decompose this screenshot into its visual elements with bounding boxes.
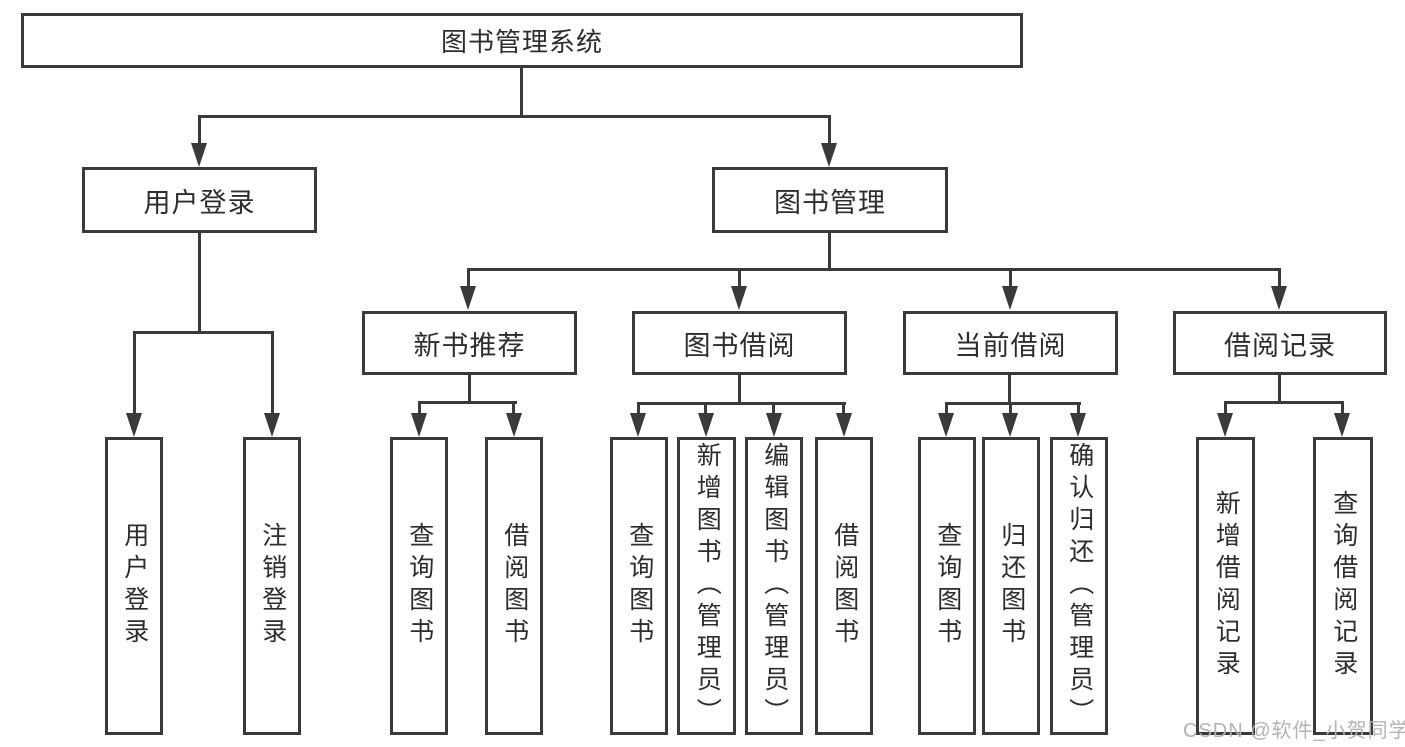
connector-line: [1077, 402, 1080, 413]
connector-line: [418, 401, 517, 404]
connector-line: [271, 331, 274, 413]
node-new-book-recommendation: 新书推荐: [362, 311, 577, 375]
arrow-head: [766, 413, 782, 437]
node-label: 编辑图书（管理员）: [760, 442, 789, 730]
node-user-login: 用户登录: [82, 167, 317, 233]
connector-line: [1224, 401, 1344, 404]
node-label: 确认归还（管理员）: [1065, 442, 1094, 730]
node-label: 查询图书: [405, 522, 434, 650]
leaf-logout: 注销登录: [243, 437, 301, 735]
arrow-head: [1217, 413, 1233, 437]
arrow-head: [821, 143, 837, 167]
connector-line: [828, 115, 831, 143]
arrow-head: [1002, 286, 1018, 310]
connector-line: [133, 331, 274, 334]
arrow-head: [506, 413, 522, 437]
leaf-borrow-books-recommend: 借阅图书: [485, 437, 543, 735]
node-current-borrowing: 当前借阅: [903, 311, 1118, 375]
node-label: 注销登录: [258, 522, 287, 650]
connector-line: [1341, 401, 1344, 413]
connector-line: [467, 268, 1281, 271]
node-label: 新增借阅记录: [1212, 490, 1241, 682]
arrow-head: [1070, 413, 1086, 437]
arrow-head: [698, 413, 714, 437]
connector-line: [738, 268, 741, 286]
leaf-edit-books-admin: 编辑图书（管理员）: [745, 437, 803, 735]
leaf-confirm-return-admin: 确认归还（管理员）: [1050, 437, 1108, 735]
connector-line: [772, 402, 775, 413]
node-label: 借阅图书: [500, 522, 529, 650]
node-borrowing-records: 借阅记录: [1173, 311, 1387, 375]
arrow-head: [191, 143, 207, 167]
connector-line: [418, 401, 421, 413]
connector-line: [945, 402, 1081, 405]
connector-line: [512, 401, 515, 413]
node-label: 用户登录: [143, 187, 256, 218]
arrow-head: [264, 413, 280, 437]
node-label: 当前借阅: [954, 330, 1067, 361]
arrow-head: [938, 413, 954, 437]
node-label: 图书管理系统: [440, 27, 603, 57]
arrow-head: [1334, 413, 1350, 437]
leaf-add-books-admin: 新增图书（管理员）: [677, 437, 736, 735]
connector-line: [468, 375, 471, 403]
connector-line: [467, 268, 470, 286]
connector-line: [828, 233, 831, 271]
connector-line: [1278, 268, 1281, 286]
connector-line: [198, 115, 831, 118]
arrow-head: [126, 413, 142, 437]
node-label: 新增图书（管理员）: [693, 442, 722, 730]
node-label: 用户登录: [120, 522, 149, 650]
arrow-head: [411, 413, 427, 437]
leaf-return-books: 归还图书: [982, 437, 1040, 735]
node-book-management: 图书管理: [712, 167, 948, 233]
arrow-head: [630, 413, 646, 437]
connector-line: [704, 402, 707, 413]
node-label: 查询借阅记录: [1329, 490, 1358, 682]
node-book-borrowing: 图书借阅: [632, 311, 847, 375]
node-label: 查询图书: [625, 522, 654, 650]
node-label: 新书推荐: [413, 330, 526, 361]
arrow-head: [836, 413, 852, 437]
connector-line: [1009, 402, 1012, 413]
connector-line: [945, 402, 948, 413]
node-label: 归还图书: [997, 522, 1026, 650]
arrow-head: [731, 286, 747, 310]
node-label: 借阅图书: [830, 522, 859, 650]
connector-line: [520, 68, 523, 118]
connector-line: [842, 402, 845, 413]
connector-line: [198, 233, 201, 334]
leaf-user-login: 用户登录: [105, 437, 163, 735]
node-label: 查询图书: [933, 522, 962, 650]
node-library-management-system: 图书管理系统: [21, 13, 1023, 68]
connector-line: [1278, 375, 1281, 403]
arrow-head: [460, 286, 476, 310]
connector-line: [637, 402, 846, 405]
connector-line: [133, 331, 136, 413]
connector-line: [637, 402, 640, 413]
leaf-query-borrow-record: 查询借阅记录: [1313, 437, 1373, 735]
node-label: 图书借阅: [683, 330, 796, 361]
leaf-borrow-books: 借阅图书: [815, 437, 873, 735]
csdn-watermark: CSDN @软件_小贺同学: [1183, 720, 1405, 742]
connector-line: [1008, 375, 1011, 404]
leaf-query-books-borrowing: 查询图书: [610, 437, 668, 735]
node-label: 借阅记录: [1224, 330, 1336, 361]
leaf-query-books-current: 查询图书: [918, 437, 976, 735]
connector-line: [738, 375, 741, 404]
connector-line: [1009, 268, 1012, 286]
leaf-query-books-recommend: 查询图书: [390, 437, 448, 735]
node-label: 图书管理: [774, 187, 886, 218]
connector-line: [198, 115, 201, 143]
leaf-add-borrow-record: 新增借阅记录: [1196, 437, 1255, 735]
arrow-head: [1271, 286, 1287, 310]
connector-line: [1224, 401, 1227, 413]
arrow-head: [1002, 413, 1018, 437]
